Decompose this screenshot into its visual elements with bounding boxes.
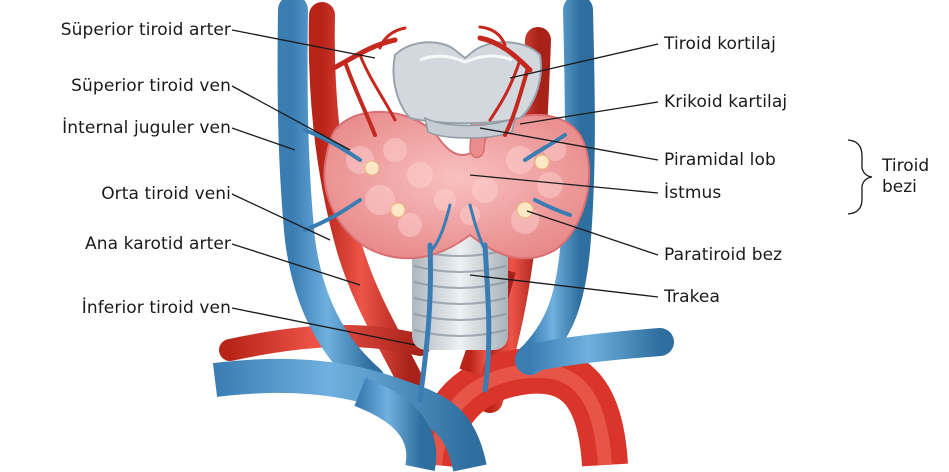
label-thyroid-cartilage: Tiroid kortilaj bbox=[664, 34, 776, 54]
label-common-carotid-artery: Ana karotid arter bbox=[85, 234, 231, 254]
label-isthmus: İstmus bbox=[664, 183, 721, 203]
label-superior-thyroid-artery: Süperior tiroid arter bbox=[61, 20, 231, 40]
group-label-line2: bezi bbox=[882, 177, 929, 198]
label-inferior-thyroid-vein: İnferior tiroid ven bbox=[82, 298, 231, 318]
label-superior-thyroid-vein: Süperior tiroid ven bbox=[71, 76, 231, 96]
label-pyramidal-lobe: Piramidal lob bbox=[664, 150, 776, 170]
label-internal-jugular-vein: İnternal juguler ven bbox=[62, 118, 231, 138]
parathyroid-upper-right bbox=[535, 155, 549, 169]
group-label-line1: Tiroid bbox=[882, 156, 929, 177]
thyroid-gland-group-label: Tiroid bezi bbox=[882, 156, 929, 198]
parathyroid-upper-left bbox=[365, 161, 379, 175]
parathyroid-lower-left bbox=[391, 203, 405, 217]
label-cricoid-cartilage: Krikoid kartilaj bbox=[664, 92, 787, 112]
label-middle-thyroid-vein: Orta tiroid veni bbox=[101, 184, 231, 204]
parathyroid-lower-right bbox=[517, 202, 533, 218]
label-parathyroid-gland: Paratiroid bez bbox=[664, 245, 782, 265]
label-trachea: Trakea bbox=[664, 287, 720, 307]
